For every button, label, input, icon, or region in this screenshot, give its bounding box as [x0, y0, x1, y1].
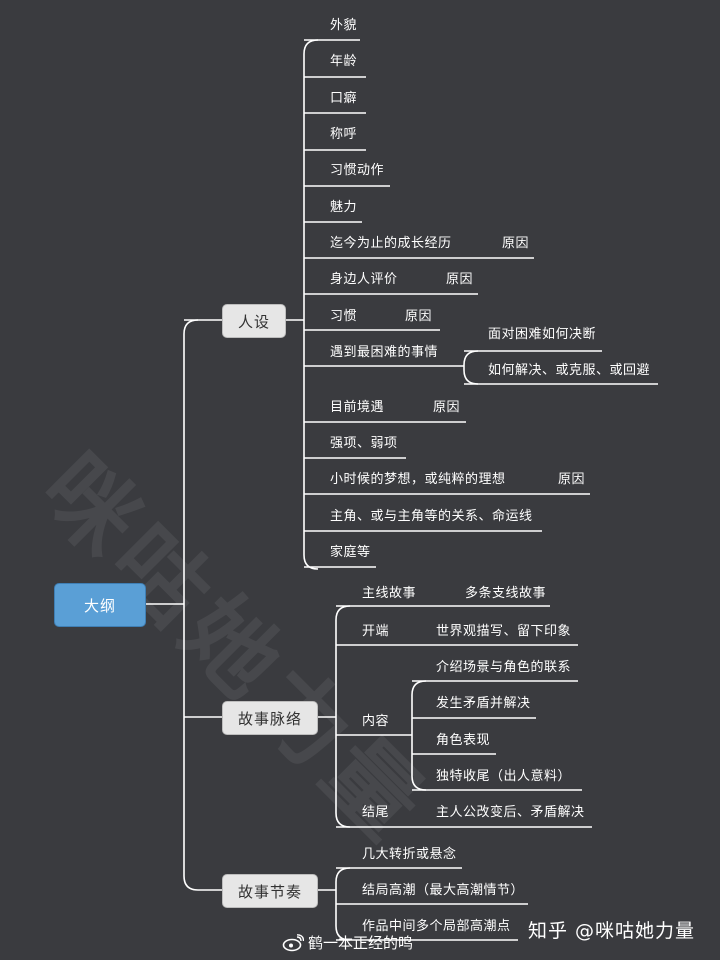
leaf-meili[interactable]: 魅力	[330, 200, 358, 215]
root-node[interactable]: 大纲	[54, 583, 146, 627]
leaf-neirong-sub4[interactable]: 独特收尾（出人意料）	[436, 769, 572, 784]
leaf-neirong-sub2[interactable]: 发生矛盾并解决	[436, 696, 531, 711]
leaf-jiewei[interactable]: 结尾	[362, 805, 390, 820]
weibo-icon	[282, 933, 304, 951]
leaf-gaochao[interactable]: 结局高潮（最大高潮情节）	[362, 883, 525, 898]
leaf-xiguan-dongzuo[interactable]: 习惯动作	[330, 163, 385, 178]
leaf-chenghu[interactable]: 称呼	[330, 127, 358, 142]
leaf-kunnan-sub1[interactable]: 面对困难如何决断	[488, 327, 597, 342]
note-jiewei[interactable]: 主人公改变后、矛盾解决	[436, 805, 585, 820]
leaf-zhuxian[interactable]: 主线故事	[362, 586, 417, 601]
leaf-jiating[interactable]: 家庭等	[330, 545, 371, 560]
leaf-jubu[interactable]: 作品中间多个局部高潮点	[362, 919, 511, 934]
note-xiguan[interactable]: 原因	[405, 309, 433, 324]
weibo-credit: 鹤一本正经的鸣	[282, 932, 413, 953]
leaf-koupi[interactable]: 口癖	[330, 91, 358, 106]
leaf-kaiduan[interactable]: 开端	[362, 624, 390, 639]
note-kaiduan[interactable]: 世界观描写、留下印象	[436, 624, 572, 639]
leaf-neirong-sub3[interactable]: 角色表现	[436, 733, 491, 748]
leaf-kunnan-sub2[interactable]: 如何解决、或克服、或回避	[488, 363, 651, 378]
leaf-mengxiang[interactable]: 小时候的梦想，或纯粹的理想	[330, 472, 506, 487]
branch-node-jiezou[interactable]: 故事节奏	[222, 874, 318, 908]
note-pingjia[interactable]: 原因	[446, 272, 474, 287]
leaf-pingjia[interactable]: 身边人评价	[330, 272, 398, 287]
branch-node-mailuo[interactable]: 故事脉络	[222, 701, 318, 735]
leaf-kunnan[interactable]: 遇到最困难的事情	[330, 345, 439, 360]
note-chengzhang[interactable]: 原因	[502, 236, 530, 251]
note-mengxiang[interactable]: 原因	[558, 472, 586, 487]
leaf-waimao[interactable]: 外貌	[330, 18, 358, 33]
weibo-credit-text: 鹤一本正经的鸣	[308, 934, 414, 952]
leaf-qiangruo[interactable]: 强项、弱项	[330, 436, 398, 451]
note-zhuxian[interactable]: 多条支线故事	[465, 586, 547, 601]
zhihu-credit: 知乎 @咪咕她力量	[528, 920, 696, 942]
leaf-xiguan[interactable]: 习惯	[330, 309, 358, 324]
leaf-guanxi[interactable]: 主角、或与主角等的关系、命运线	[330, 509, 533, 524]
leaf-nianling[interactable]: 年龄	[330, 54, 358, 69]
branch-node-renshe[interactable]: 人设	[222, 304, 286, 338]
note-jingyu[interactable]: 原因	[433, 400, 461, 415]
leaf-neirong-sub1[interactable]: 介绍场景与角色的联系	[436, 660, 572, 675]
leaf-zhuanzhe[interactable]: 几大转折或悬念	[362, 847, 457, 862]
leaf-chengzhang[interactable]: 迄今为止的成长经历	[330, 236, 452, 251]
leaf-neirong[interactable]: 内容	[362, 714, 390, 729]
leaf-jingyu[interactable]: 目前境遇	[330, 400, 385, 415]
